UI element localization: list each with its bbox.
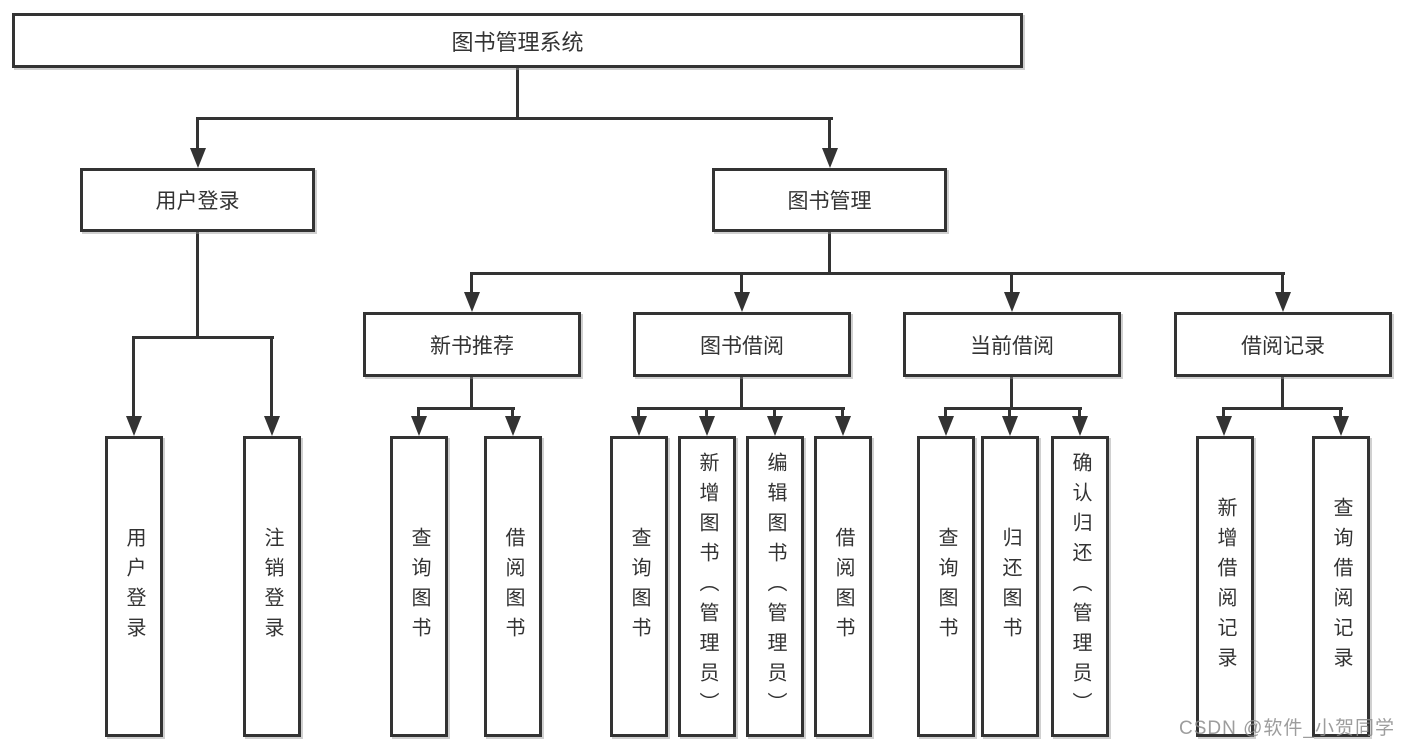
leaf-query-books-recommend: 查询图书 [390, 436, 448, 737]
node-book-management: 图书管理 [712, 168, 947, 232]
leaf-user-login: 用户登录 [105, 436, 163, 737]
connector-level3-bus [471, 272, 1285, 275]
leaf-confirm-return-admin: 确认归还（管理员） [1051, 436, 1109, 737]
connector-level2-bus [197, 117, 833, 120]
node-borrow-records: 借阅记录 [1174, 312, 1392, 377]
connector-root-stem [516, 68, 519, 117]
connector-stem [1281, 377, 1284, 407]
connector-leaf-drop [705, 407, 708, 417]
node-user-login: 用户登录 [80, 168, 315, 232]
arrowhead-leaf [631, 416, 647, 436]
connector-leaf-drop [1008, 407, 1011, 417]
connector-leaf-bus [637, 407, 845, 410]
connector-leaf-bus [944, 407, 1082, 410]
node-label: 借阅记录 [1241, 334, 1325, 358]
leaf-logout: 注销登录 [243, 436, 301, 737]
arrowhead-leaf [767, 416, 783, 436]
node-library-management-system: 图书管理系统 [12, 13, 1023, 68]
arrowhead-leaf [1333, 416, 1349, 436]
connector-book-mgmt-stem [828, 232, 831, 272]
leaf-return-books: 归还图书 [981, 436, 1039, 737]
leaf-borrow-books: 借阅图书 [814, 436, 872, 737]
leaf-add-borrow-record: 新增借阅记录 [1196, 436, 1254, 737]
node-label: 当前借阅 [970, 334, 1054, 358]
arrowhead-new-book-recommend [464, 292, 480, 312]
node-label: 图书管理 [787, 190, 872, 213]
connector-user-login-drop [196, 117, 199, 150]
connector-level3-drop [470, 272, 473, 294]
connector-level3-drop [1281, 272, 1284, 294]
connector-user-login-stem [196, 232, 199, 336]
leaf-query-books-current: 查询图书 [917, 436, 975, 737]
node-book-borrow: 图书借阅 [633, 312, 851, 377]
connector-leaf-drop [270, 336, 273, 417]
arrowhead-user-login [190, 148, 206, 168]
node-new-book-recommend: 新书推荐 [363, 312, 581, 377]
connector-leaf-drop [944, 407, 947, 417]
connector-leaf-drop [417, 407, 420, 417]
connector-level3-drop [740, 272, 743, 294]
connector-leaf-drop [1078, 407, 1081, 417]
connector-leaf-bus [417, 407, 515, 410]
node-current-borrow: 当前借阅 [903, 312, 1121, 377]
arrowhead-book-mgmt [822, 148, 838, 168]
arrowhead-leaf [699, 416, 715, 436]
leaf-query-borrow-record: 查询借阅记录 [1312, 436, 1370, 737]
arrowhead-current-borrow [1004, 292, 1020, 312]
connector-stem [740, 377, 743, 407]
connector-leaf-drop [1339, 407, 1342, 417]
node-label: 图书借阅 [700, 334, 784, 358]
arrowhead-leaf [1002, 416, 1018, 436]
leaf-query-books-borrow: 查询图书 [610, 436, 668, 737]
connector-leaf-drop [1222, 407, 1225, 417]
connector-leaf-drop [511, 407, 514, 417]
arrowhead-leaf [938, 416, 954, 436]
arrowhead-leaf [411, 416, 427, 436]
csdn-watermark: CSDN @软件_小贺同学 [1179, 718, 1395, 739]
arrowhead-leaf [126, 416, 142, 436]
node-label: 图书管理系统 [451, 29, 584, 55]
arrowhead-leaf [1216, 416, 1232, 436]
connector-stem [470, 377, 473, 407]
connector-leaf-drop [773, 407, 776, 417]
arrowhead-book-borrow [734, 292, 750, 312]
connector-level3-drop [1010, 272, 1013, 294]
leaf-borrow-books-recommend: 借阅图书 [484, 436, 542, 737]
leaf-edit-books-admin: 编辑图书（管理员） [746, 436, 804, 737]
arrowhead-leaf [1072, 416, 1088, 436]
connector-user-login-bus [132, 336, 274, 339]
arrowhead-leaf [264, 416, 280, 436]
arrowhead-leaf [505, 416, 521, 436]
leaf-add-books-admin: 新增图书（管理员） [678, 436, 736, 737]
connector-leaf-drop [637, 407, 640, 417]
connector-stem [1010, 377, 1013, 407]
connector-book-mgmt-drop [828, 117, 831, 150]
connector-leaf-drop [132, 336, 135, 417]
node-label: 新书推荐 [430, 334, 514, 358]
connector-leaf-drop [841, 407, 844, 417]
node-label: 用户登录 [155, 190, 240, 213]
arrowhead-borrow-records [1275, 292, 1291, 312]
arrowhead-leaf [835, 416, 851, 436]
connector-leaf-bus [1222, 407, 1343, 410]
